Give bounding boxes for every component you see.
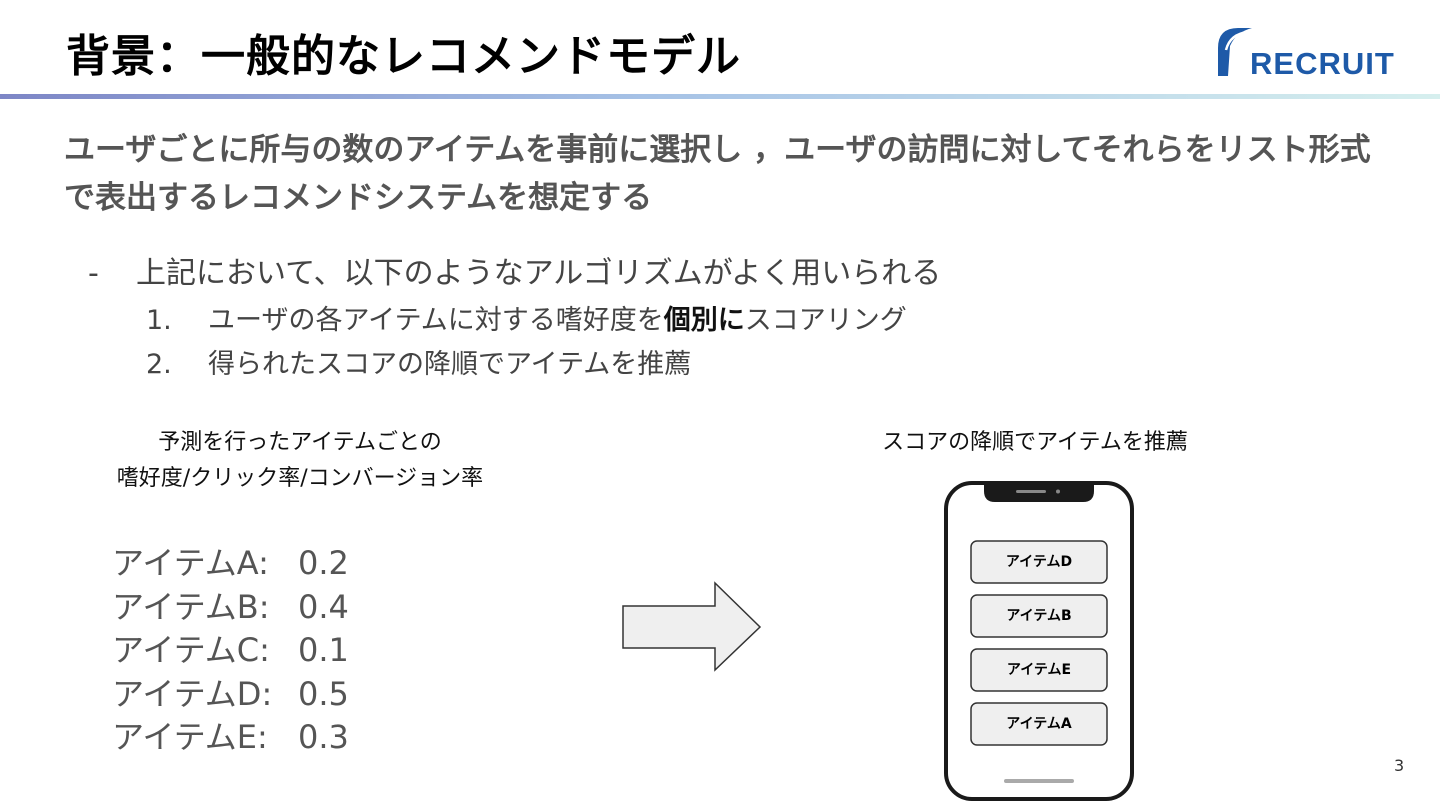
score-row: アイテムB: 0.4 — [112, 586, 349, 630]
score-label: アイテムD: — [112, 674, 273, 713]
bullet-item: - 上記において、以下のようなアルゴリズムがよく用いられる — [88, 248, 941, 292]
right-caption: スコアの降順でアイテムを推薦 — [882, 430, 1188, 455]
smartphone-icon — [944, 481, 1134, 801]
score-row: アイテムC: 0.1 — [112, 629, 349, 673]
score-label: アイテムA: — [112, 544, 269, 582]
step-text-post: スコアリング — [744, 305, 907, 336]
score-row: アイテムD: 0.5 — [112, 673, 349, 717]
lead-statement: ユーザごとに所与の数のアイテムを事前に選択し ，ユーザの訪問に対してそれらをリス… — [64, 132, 1371, 216]
phone-list-item: アイテムB — [1006, 608, 1072, 624]
score-row: アイテムE: 0.3 — [112, 716, 349, 760]
left-caption-line1: 予測を行ったアイテムごとの — [158, 430, 442, 455]
left-caption: 予測を行ったアイテムごとの 嗜好度/クリック率/コンバージョン率 — [90, 424, 510, 492]
phone-list-item: アイテムE — [1006, 662, 1072, 678]
score-label: アイテムE: — [112, 718, 268, 756]
score-label: アイテムC: — [112, 631, 270, 669]
phone-list-item: アイテムA — [1006, 716, 1072, 732]
logo-text: RECRUIT — [1250, 46, 1395, 81]
step-text-bold: 個別に — [663, 305, 745, 336]
score-value: 0.4 — [298, 587, 349, 626]
bullet-text: 上記において、以下のようなアルゴリズムがよく用いられる — [136, 256, 942, 291]
score-label: アイテムB: — [112, 587, 270, 626]
phone-list-item: アイテムD — [1005, 554, 1073, 570]
slide-title: 背景：一般的なレコメンドモデル — [66, 31, 741, 82]
recruit-logo: RECRUIT — [1212, 22, 1416, 82]
score-list: アイテムA:0.2 アイテムB:0.4 アイテムC:0.1 アイテムD:0.5 … — [112, 542, 349, 760]
page-number: 3 — [1394, 756, 1405, 775]
step-2: 2. 得られたスコアの降順でアイテムを推薦 — [146, 342, 691, 381]
score-value: 0.1 — [298, 631, 349, 669]
logo-mark-icon — [1218, 28, 1252, 76]
step-1: 1. ユーザの各アイテムに対する嗜好度を個別にスコアリング — [146, 298, 907, 337]
step-text-pre: ユーザの各アイテムに対する嗜好度を — [208, 305, 664, 336]
left-caption-line2: 嗜好度/クリック率/コンバージョン率 — [116, 466, 484, 491]
score-value: 0.3 — [298, 718, 349, 756]
score-value: 0.5 — [298, 674, 349, 713]
step-text-pre: 得られたスコアの降順でアイテムを推薦 — [208, 349, 692, 380]
score-row: アイテムA: 0.2 — [112, 542, 349, 586]
right-arrow-icon — [622, 581, 762, 672]
score-value: 0.2 — [298, 544, 349, 582]
step-number: 2. — [146, 349, 172, 380]
step-number: 1. — [146, 305, 172, 336]
bullet-dash: - — [88, 256, 99, 291]
header-rule — [0, 94, 1440, 99]
